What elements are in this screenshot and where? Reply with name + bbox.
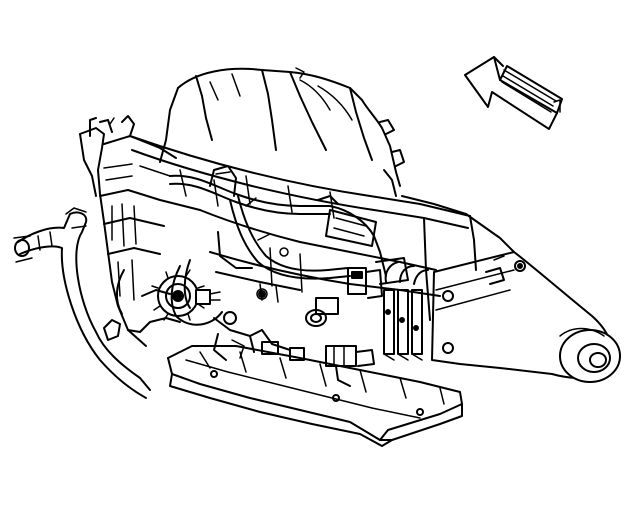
- direction-arrow-icon: [464, 56, 563, 130]
- extension-housing: [431, 251, 621, 383]
- cooler-hose: [13, 207, 151, 399]
- bell-housing: [159, 67, 405, 197]
- transmission-case: [79, 115, 515, 347]
- dipstick-tube: [89, 117, 237, 197]
- valve-body: [213, 317, 305, 361]
- oil-pan: [167, 345, 463, 447]
- electrical-connectors: [305, 257, 429, 387]
- speed-sensor-connector: [151, 269, 266, 325]
